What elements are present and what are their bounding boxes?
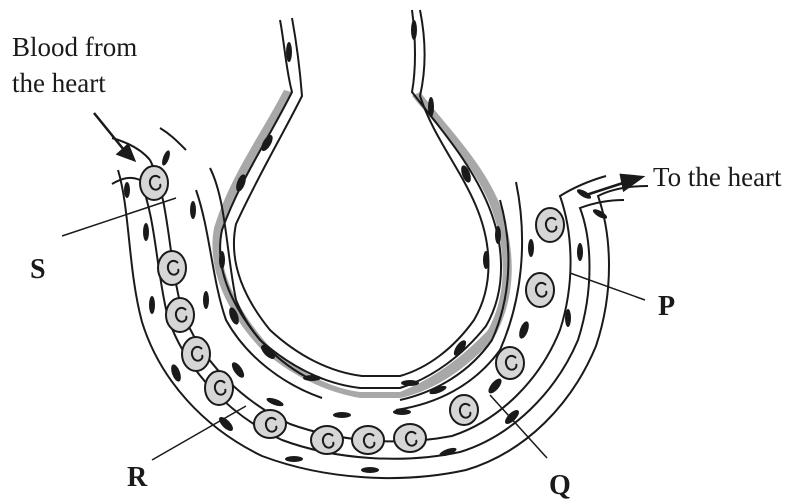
nucleus xyxy=(577,243,583,261)
label-Q: Q xyxy=(549,470,571,501)
nucleus xyxy=(486,377,504,396)
red-blood-cell xyxy=(311,426,343,454)
nucleus xyxy=(428,97,434,117)
label-P: P xyxy=(658,291,675,322)
nucleus xyxy=(203,291,209,309)
red-blood-cell xyxy=(205,371,233,405)
red-blood-cell xyxy=(496,347,524,379)
nucleus xyxy=(483,251,489,269)
label-blood-from-line1: Blood from xyxy=(12,32,137,62)
red-blood-cell xyxy=(166,298,194,332)
label-blood-from-line2: the heart xyxy=(12,68,106,98)
leader-R xyxy=(152,406,246,460)
red-blood-cell xyxy=(352,426,384,454)
red-blood-cell xyxy=(254,410,286,438)
nucleus xyxy=(230,360,247,379)
nucleus xyxy=(393,409,411,415)
nucleus xyxy=(303,375,321,381)
nucleus xyxy=(266,396,285,408)
red-blood-cell xyxy=(158,251,186,285)
nucleus xyxy=(592,207,609,220)
nucleus xyxy=(285,456,303,462)
nucleus xyxy=(503,408,521,426)
red-blood-cell xyxy=(450,395,478,425)
nucleus xyxy=(333,412,351,418)
nucleus xyxy=(411,20,417,40)
red-blood-cell xyxy=(394,424,426,452)
arrow-in xyxy=(94,113,124,150)
leader-S xyxy=(62,198,176,236)
alveolus-basement-membrane xyxy=(212,90,511,398)
nucleus xyxy=(124,182,130,198)
label-to-heart: To the heart xyxy=(653,162,782,192)
nucleus xyxy=(286,42,292,62)
nucleus xyxy=(149,296,155,314)
nucleus xyxy=(565,309,571,327)
nucleus xyxy=(401,380,419,386)
label-R: R xyxy=(127,462,148,493)
nucleus xyxy=(528,239,534,257)
nucleus xyxy=(517,320,531,340)
red-blood-cell xyxy=(526,273,554,307)
nucleus xyxy=(143,223,149,241)
red-blood-cell xyxy=(140,166,168,200)
label-S: S xyxy=(30,254,46,285)
nucleus xyxy=(361,467,379,473)
nucleus xyxy=(160,149,171,166)
nucleus xyxy=(190,201,196,219)
nucleus xyxy=(219,251,225,269)
capillary-walls xyxy=(112,128,648,478)
red-blood-cell xyxy=(536,208,564,242)
red-blood-cell xyxy=(182,337,210,371)
leader-Q xyxy=(490,395,547,458)
arrows xyxy=(94,113,642,196)
nucleus xyxy=(495,226,501,244)
